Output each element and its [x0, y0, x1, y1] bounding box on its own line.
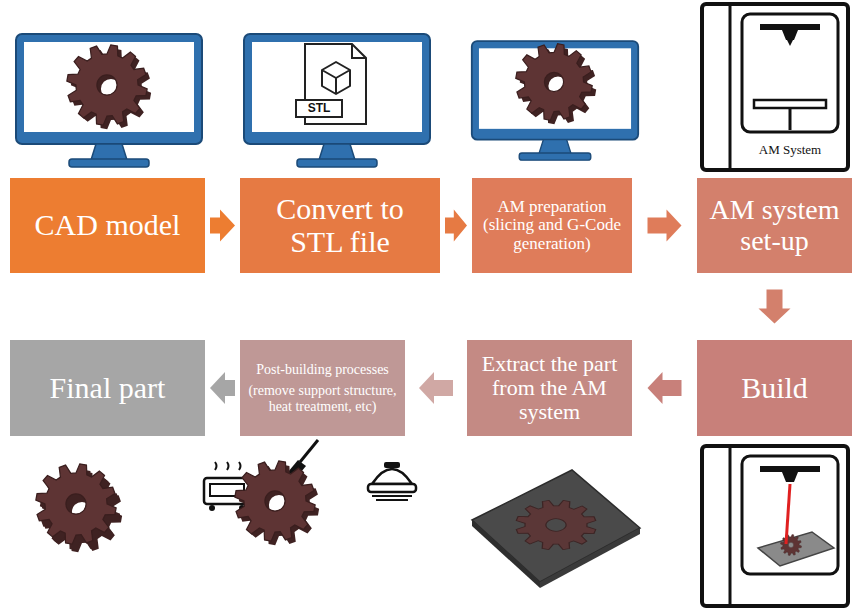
final-gear-part: [36, 464, 116, 544]
gear-post-process-part: [235, 461, 315, 541]
am-system-printer: [702, 4, 848, 170]
final-gear: [36, 464, 122, 552]
node-text: AM system set-up: [703, 195, 846, 255]
arrow-shape: [419, 372, 453, 404]
cad-box: CAD model: [10, 178, 205, 273]
build-printer-part: [782, 472, 798, 482]
polisher-icon-part: [368, 484, 416, 492]
polisher-icon-part: [384, 462, 400, 468]
monitor-stl-part: [352, 44, 366, 58]
node-text: Final part: [50, 372, 166, 404]
monitor-slicer: [472, 41, 638, 160]
build-printer-part: [758, 532, 834, 566]
node-text: Convert to STL file: [246, 193, 434, 258]
flow-arrow: [419, 372, 453, 404]
node-text: Extract the part from the AM system: [473, 352, 626, 423]
flow-arrow: [210, 372, 235, 404]
build-printer-part: [742, 456, 838, 574]
node-text: Post-building processes: [256, 362, 389, 377]
polisher-icon-part: [372, 496, 412, 500]
am-system-printer-part: [729, 6, 732, 168]
brush-icon-part: [300, 440, 318, 462]
am-system-printer-part: [702, 4, 848, 170]
node-subtext: (remove support structure, heat treatmen…: [246, 383, 399, 413]
flow-arrow: [759, 290, 791, 324]
arrow-shape: [648, 210, 682, 242]
am-system-printer-part: [787, 40, 793, 46]
extracted-part-plate-part: [503, 492, 610, 558]
flow-arrow: [210, 210, 235, 242]
monitor-stl: [244, 34, 430, 167]
build-printer-part: [729, 448, 732, 604]
node-text: Build: [741, 372, 808, 404]
node-text: CAD model: [35, 209, 181, 241]
monitor-stl-part: [322, 62, 350, 94]
am-system-printer-part: [760, 24, 820, 30]
monitor-slicer-part: [516, 44, 592, 120]
am-system-printer-part: [754, 100, 826, 108]
gear-post-process: [235, 461, 319, 545]
flow-arrow: [648, 210, 682, 242]
extracted-part-plate: [472, 470, 640, 588]
flow-arrow: [648, 372, 682, 404]
arrow-shape: [759, 290, 791, 324]
build-printer-part: [760, 466, 820, 472]
monitor-slicer-part: [472, 41, 638, 160]
arrow-shape: [210, 210, 235, 242]
monitor-stl-part: [244, 34, 430, 167]
arrow-shape: [445, 210, 467, 242]
am-system-printer-part: [789, 108, 792, 130]
arrow-shape: [648, 372, 682, 404]
arrow-shape: [210, 372, 235, 404]
monitor-cad-part: [16, 34, 202, 167]
heat-treatment-oven-part: [215, 462, 241, 470]
build-box: Build: [697, 340, 852, 436]
heat-treatment-oven-part: [209, 505, 215, 511]
file-type-label: STL: [296, 100, 342, 117]
monitor-cad: [16, 34, 202, 167]
final-box: Final part: [10, 340, 205, 436]
extracted-part-plate-part-part: [503, 492, 610, 558]
build-printer-part: [780, 534, 801, 555]
machine-label: AM System: [744, 140, 836, 160]
build-printer: [702, 446, 848, 606]
stl-box: Convert to STL file: [240, 178, 440, 273]
setup-box: AM system set-up: [697, 178, 852, 273]
prep-box: AM preparation (slicing and G-Code gener…: [472, 178, 632, 273]
build-printer-part: [702, 446, 848, 606]
extract-box: Extract the part from the AM system: [467, 340, 632, 436]
monitor-cad-part: [67, 45, 147, 125]
polisher-icon-part: [372, 469, 412, 484]
heat-treatment-oven: [204, 462, 250, 511]
post-build-box: Post-building processes (remove support s…: [240, 340, 405, 436]
extracted-part-plate-part: [472, 470, 640, 582]
flow-arrow: [445, 210, 467, 242]
am-system-printer-part: [742, 14, 838, 132]
node-text: AM preparation (slicing and G-Code gener…: [478, 198, 626, 253]
polisher-icon: [368, 462, 416, 500]
build-printer-part: [786, 484, 790, 544]
monitor-stl-part: [296, 100, 342, 117]
am-system-printer-part: [782, 30, 798, 40]
